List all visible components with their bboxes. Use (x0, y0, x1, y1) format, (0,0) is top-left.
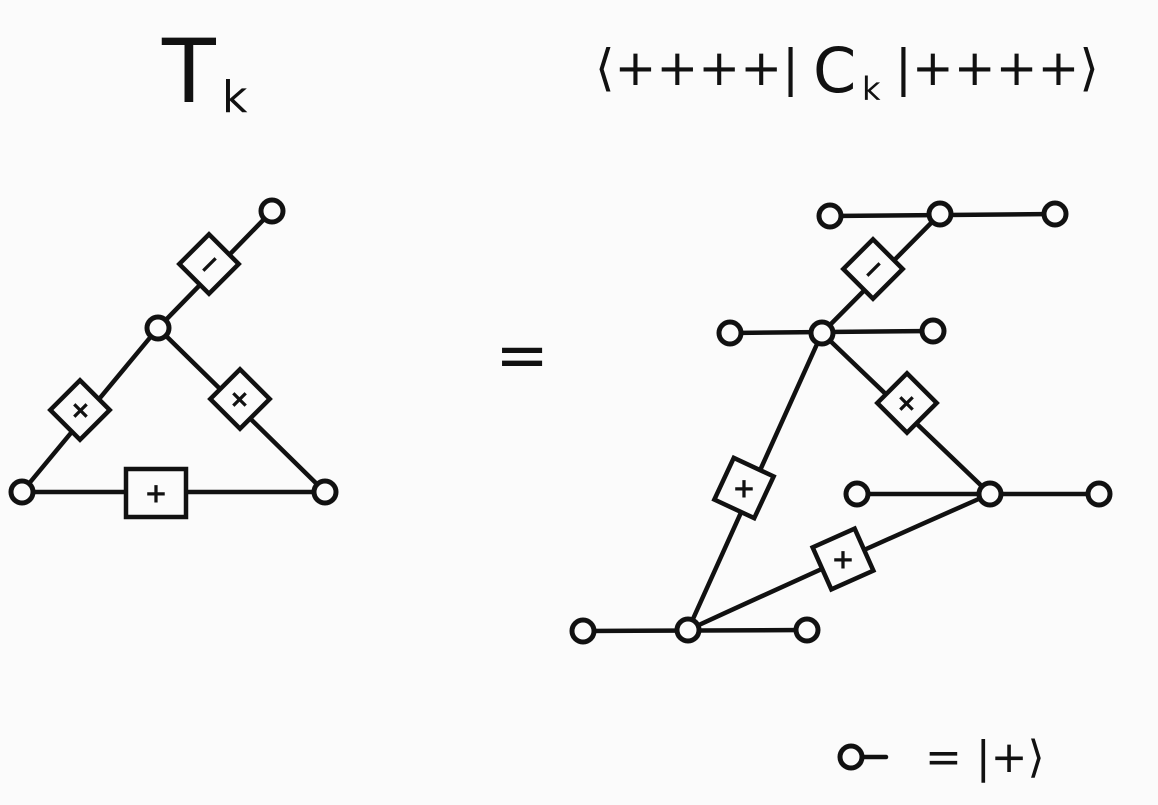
right-node-mid-b (808, 319, 836, 347)
right-edge-weight-label-3: + (732, 472, 755, 505)
right-node-low-c (1085, 480, 1113, 508)
right-node-top-b (926, 200, 954, 228)
right-edge-weight-label-4: + (831, 543, 854, 576)
right-node-bottom-a (569, 617, 597, 645)
right-title-operator: C (813, 34, 856, 107)
right-title-subscript: k (862, 70, 881, 108)
right-edge-weight-box-3: + (711, 454, 777, 522)
right-node-low-b (976, 480, 1004, 508)
equals-sign: = (495, 319, 549, 393)
legend: = |+⟩ (837, 732, 1045, 783)
left-title: T k (161, 20, 248, 123)
left-edge-weight-box-4: + (123, 466, 189, 520)
right-node-bottom-b (674, 616, 702, 644)
legend-node-icon (837, 743, 865, 771)
left-edge-weight-box-2: + (47, 377, 113, 443)
left-edge-weight-label-4: + (144, 477, 167, 510)
left-edge-weight-box-1: − (176, 231, 242, 297)
left-title-main: T (161, 20, 217, 123)
right-node-mid-a (716, 319, 744, 347)
right-edge-weight-box-2: + (874, 370, 940, 436)
right-node-top-c (1041, 200, 1069, 228)
left-node-bottom-right (311, 478, 339, 506)
left-title-subscript: k (222, 72, 248, 123)
left-node-bottom-left (8, 478, 36, 506)
right-title-ket: |++++⟩ (895, 39, 1099, 97)
right-node-bottom-c (793, 616, 821, 644)
left-edge-weight-box-3: + (207, 366, 273, 432)
right-title: ⟨++++| C k |++++⟩ (595, 34, 1099, 108)
right-edge-weight-box-4: + (809, 525, 877, 593)
right-edge-weight-box-1: − (840, 236, 906, 302)
right-node-mid-c (919, 317, 947, 345)
left-graph: − + + + (8, 197, 339, 520)
right-graph: − + + + (569, 200, 1113, 645)
right-title-bra: ⟨++++| (595, 39, 799, 97)
legend-text: = |+⟩ (925, 732, 1045, 783)
right-node-low-a (843, 480, 871, 508)
left-node-top (258, 197, 286, 225)
left-node-center (144, 314, 172, 342)
right-node-top-a (816, 202, 844, 230)
